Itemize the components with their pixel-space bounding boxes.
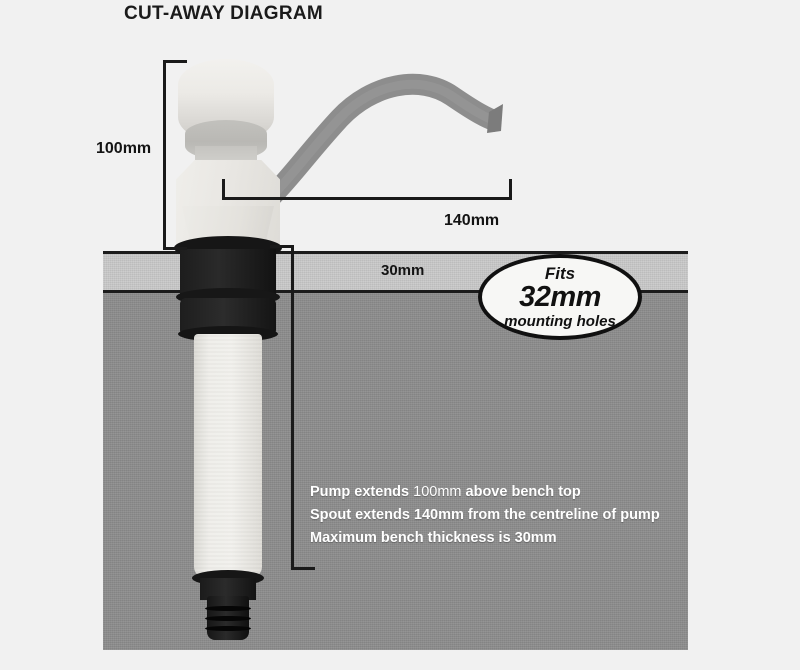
badge-line-size: 32mm (519, 281, 601, 314)
spec-line-2: Spout extends 140mm from the centreline … (310, 507, 660, 523)
specification-text-block: Pump extends 100mm above bench top Spout… (310, 481, 660, 550)
dim-100-top-tick (163, 60, 187, 63)
dim-30-bottom-tick (291, 567, 315, 570)
pump-shaft-texture (194, 334, 262, 577)
badge-line-fits: Fits (544, 263, 576, 283)
hose-barb-rib (205, 626, 251, 631)
dim-140-horizontal-line (222, 197, 512, 200)
spec-line-1: Pump extends 100mm above bench top (310, 481, 660, 504)
dim-140-left-tick (222, 179, 225, 200)
pump-shaft (194, 334, 262, 577)
spec-line-3: Maximum bench thickness is 30mm (310, 530, 557, 546)
page-title: CUT-AWAY DIAGRAM (124, 3, 324, 24)
dim-30-vertical-line (291, 245, 294, 570)
fits-32mm-badge: Fits 32mm mounting holes (478, 254, 642, 340)
dim-100-vertical-line (163, 60, 166, 250)
dim-30-top-tick (270, 245, 294, 248)
spec-line-1-value: 100mm (413, 484, 462, 500)
dim-100-bottom-tick (163, 247, 187, 250)
dim-140-right-tick (509, 179, 512, 200)
dim-140-label: 140mm (444, 212, 500, 229)
hose-barb-rib (205, 606, 251, 611)
hose-barb-rib (205, 616, 251, 621)
spec-line-1-part-c: above bench top (461, 484, 581, 500)
dim-100-label: 100mm (96, 140, 152, 157)
hose-barb-neck (200, 578, 256, 600)
dim-30-label: 30mm (381, 262, 425, 279)
badge-line-holes: mounting holes (504, 312, 616, 330)
spec-line-1-part-a: Pump extends (310, 484, 414, 500)
